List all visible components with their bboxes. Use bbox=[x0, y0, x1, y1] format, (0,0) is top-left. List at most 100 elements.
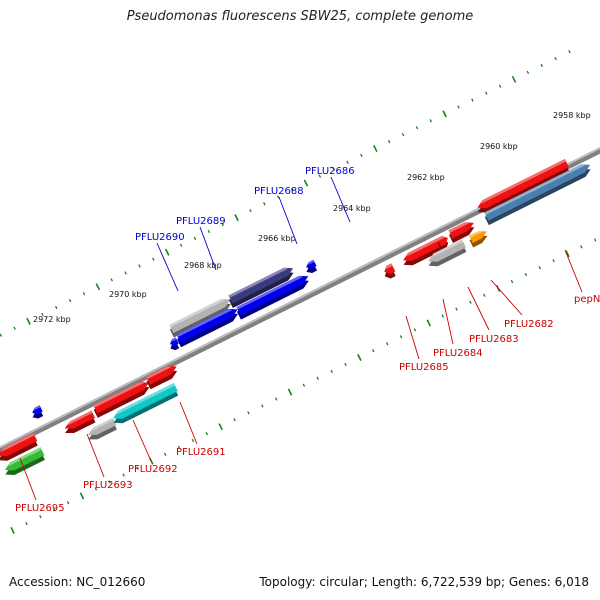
scale-tick bbox=[385, 342, 389, 346]
gene-PFLU2687 bbox=[236, 275, 309, 320]
scale-tick bbox=[108, 480, 111, 484]
scale-label: 2970 kbp bbox=[109, 290, 147, 299]
scale-tick bbox=[498, 84, 502, 88]
scale-tick bbox=[10, 526, 15, 534]
gene-label: PFLU2686 bbox=[305, 166, 355, 177]
scale-tick bbox=[0, 333, 3, 337]
gene-leader-line bbox=[132, 419, 152, 462]
scale-tick bbox=[526, 70, 530, 75]
scale-tick bbox=[122, 473, 125, 477]
scale-tick bbox=[415, 126, 419, 130]
gene-red-left bbox=[64, 410, 96, 434]
gene-label: PFLU2691 bbox=[176, 447, 226, 458]
scale-tick bbox=[13, 326, 16, 330]
gene-PFLU2692 bbox=[113, 383, 179, 424]
scale-tick bbox=[207, 229, 211, 234]
backbone-highlight bbox=[0, 147, 600, 449]
gene-PFLU2695 bbox=[4, 447, 45, 476]
scale-tick bbox=[413, 328, 417, 332]
scale-tick bbox=[95, 283, 101, 291]
scale-tick bbox=[399, 335, 403, 339]
gene-leader-line bbox=[564, 249, 583, 293]
scale-tick bbox=[302, 383, 306, 387]
gene-PFLU2686 bbox=[306, 259, 318, 273]
scale-tick bbox=[68, 299, 72, 303]
scale-tick bbox=[457, 105, 460, 109]
accession-text: Accession: NC_012660 bbox=[9, 575, 146, 589]
gene-label: PFLU2688 bbox=[254, 186, 304, 197]
gene-labels: PFLU2686PFLU2688PFLU2689PFLU2690pepNPFLU… bbox=[15, 166, 600, 514]
scale-label: 2962 kbp bbox=[407, 173, 445, 182]
scale-tick bbox=[290, 188, 294, 192]
gene-PFLU2688 bbox=[176, 308, 239, 348]
scale-tick bbox=[52, 508, 56, 512]
gene-leader-line bbox=[156, 242, 179, 292]
scale-tick bbox=[26, 317, 31, 325]
gene-label: PFLU2692 bbox=[128, 464, 178, 475]
gene-leader-line bbox=[199, 226, 217, 271]
scale-label: 2958 kbp bbox=[553, 111, 591, 120]
gene-leader-line bbox=[179, 401, 198, 445]
scale-tick bbox=[538, 265, 541, 270]
scale-tick bbox=[179, 243, 183, 247]
gene-label: PFLU2682 bbox=[504, 319, 554, 330]
scale-tick bbox=[580, 245, 583, 249]
gene-small-fwd-2 bbox=[32, 405, 44, 419]
scale-tick bbox=[94, 487, 98, 491]
gene-leader-line bbox=[490, 279, 523, 316]
scale-tick bbox=[234, 214, 239, 222]
gene-pepN bbox=[477, 158, 570, 213]
scale-tick bbox=[540, 63, 544, 68]
scale-tick bbox=[152, 257, 155, 261]
scale-tick bbox=[332, 167, 335, 171]
scale-tick bbox=[136, 466, 139, 470]
scale-label: 2968 kbp bbox=[184, 261, 222, 270]
scale-tick bbox=[471, 98, 474, 102]
gene-label: PFLU2689 bbox=[176, 216, 226, 227]
scale-tick bbox=[524, 272, 528, 277]
scale-tick bbox=[344, 362, 347, 367]
scale-tick bbox=[426, 319, 432, 327]
gene-label: PFLU2693 bbox=[83, 480, 133, 491]
gene-label: PFLU2684 bbox=[433, 348, 483, 359]
scale-tick bbox=[401, 133, 405, 137]
scale-tick bbox=[55, 305, 58, 310]
scale-tick bbox=[346, 160, 349, 164]
scale-tick bbox=[552, 259, 555, 263]
scale-tick bbox=[455, 307, 458, 311]
gene-PFLU2693 bbox=[87, 417, 117, 440]
scale-tick bbox=[511, 75, 517, 83]
scale-tick bbox=[110, 278, 113, 282]
scale-label: 2966 kbp bbox=[258, 234, 296, 243]
gene-PFLU2685-body bbox=[403, 238, 442, 266]
scale-tick bbox=[441, 314, 444, 318]
scale-tick bbox=[205, 431, 209, 436]
scale-tick bbox=[373, 144, 378, 152]
scale-tick bbox=[263, 202, 266, 206]
gene-label: pepN bbox=[574, 294, 600, 305]
gene-label: PFLU2695 bbox=[15, 503, 65, 514]
scale-label: 2964 kbp bbox=[333, 204, 371, 213]
gene-leader-line bbox=[86, 433, 105, 478]
scale-tick bbox=[82, 292, 86, 296]
gene-label: PFLU2685 bbox=[399, 362, 449, 373]
scale-tick bbox=[163, 452, 167, 456]
scale-tick bbox=[360, 153, 363, 158]
scale-tick bbox=[483, 293, 486, 297]
scale-tick bbox=[233, 418, 236, 422]
scale-tick bbox=[568, 50, 571, 54]
gene-leader-line bbox=[19, 457, 37, 501]
scale-tick bbox=[124, 271, 127, 275]
genome-info-text: Topology: circular; Length: 6,722,539 bp… bbox=[259, 575, 589, 589]
scale-ticks-forward bbox=[0, 50, 571, 337]
scale-tick bbox=[41, 312, 44, 317]
scale-tick bbox=[303, 179, 309, 187]
scale-tick bbox=[249, 209, 252, 213]
gene-PFLU2690 bbox=[169, 299, 231, 338]
scale-ticks-reverse bbox=[10, 238, 597, 534]
gene-leader-line bbox=[330, 176, 351, 223]
scale-tick bbox=[554, 56, 557, 61]
scale-tick bbox=[177, 445, 181, 450]
scale-tick bbox=[39, 514, 42, 519]
